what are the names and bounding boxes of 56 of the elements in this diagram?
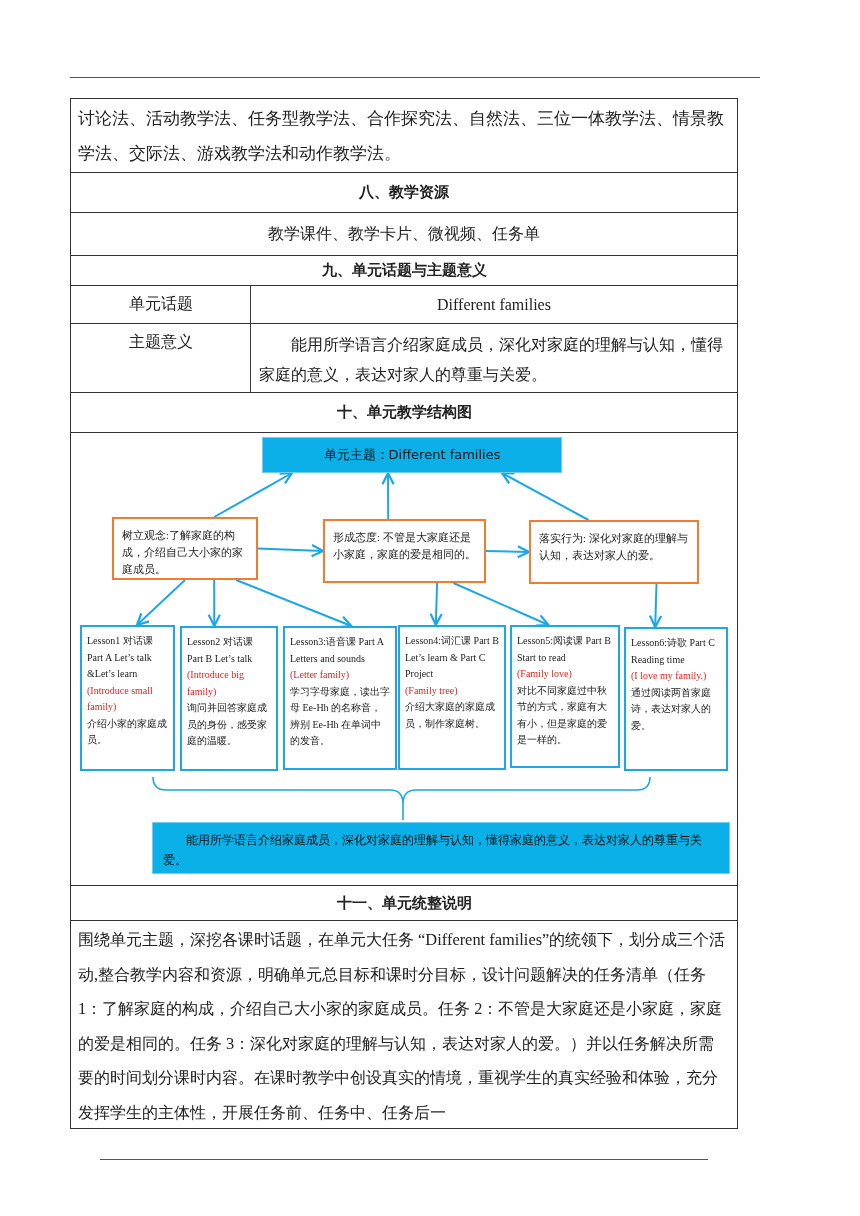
lesson-box xyxy=(283,626,397,770)
arrow xyxy=(213,471,294,518)
lesson-box xyxy=(80,625,175,771)
body-text: Different families xyxy=(436,294,552,315)
lesson-description: 介绍大家庭的家庭成员，制作家庭树。 xyxy=(405,700,496,731)
arrow xyxy=(452,582,550,627)
lesson-box xyxy=(180,626,278,771)
arrow xyxy=(500,471,590,521)
summary-text: 能用所学语言介绍家庭成员，深化对家庭的理解与认知，懂得家庭的意义，表达对家人的尊重与关爱。 xyxy=(163,833,703,868)
lesson-title: Lesson4:词汇课 Part B Let’s learn & Part C Project xyxy=(405,634,499,681)
row-label: 单元话题 xyxy=(127,294,194,314)
goal-box xyxy=(112,517,258,580)
body-text: 教学课件、教学卡片、微视频、任务单 xyxy=(267,223,541,244)
lesson-topic: (I love my family.) xyxy=(631,669,708,683)
arrow xyxy=(648,583,663,629)
lesson-box xyxy=(510,625,620,768)
lesson-description: 学习字母家庭，读出字母 Ee-Hh 的名称音，辨别 Ee-Hh 在单词中的发音。 xyxy=(290,684,390,748)
lesson-box xyxy=(398,625,506,770)
lesson-topic: (Family tree) xyxy=(405,683,459,698)
lesson-topic: (Introduce big family) xyxy=(187,668,245,699)
section-heading: 八、教学资源 xyxy=(358,182,450,203)
goal-box xyxy=(529,520,699,584)
arrow xyxy=(135,579,186,627)
theme-box xyxy=(262,437,562,473)
body-text: 围绕单元主题，深挖各课时话题，在单元大任务 “Different families”的统领下，划分成三个活动,整合教学内容和资源，明确单元总目标和课时分目标，设计问题解决的任务清单（任务 1：了解家庭的构成，介绍自己大小家的家庭成员。任务 2：不管是大家庭还是小家庭，家庭的爱是相同的。任务 3：深化对家庭的理解与认知，表达对家人的爱。）并以任务解决所需要的时间划分课时内容。在课时教学中创设真实的情境，重视学生的真实经验和体验，充分发挥学生的主体性，开展任务前、任务中、任务后一 xyxy=(77,929,727,1124)
lesson-title: Lesson1 对话课 Part A Let’s talk &Let’s learn xyxy=(87,634,154,681)
body-text: 能用所学语言介绍家庭成员，深化对家庭的理解与认知，懂得家庭的意义，表达对家人的尊重与关爱。 xyxy=(258,335,724,385)
lesson-title: Lesson3:语音课 Part A Letters and sounds xyxy=(290,635,385,666)
lesson-title: Lesson5:阅读课 Part B Start to read xyxy=(517,634,612,665)
section-heading: 十、单元教学结构图 xyxy=(335,402,473,423)
summary-box xyxy=(152,822,730,874)
theme-title: 单元主题：Different families xyxy=(323,447,501,463)
section-heading: 九、单元话题与主题意义 xyxy=(320,260,488,281)
arrow xyxy=(485,545,531,559)
lesson-description: 通过阅读两首家庭诗，表达对家人的爱。 xyxy=(631,685,712,733)
lesson-topic: (Letter family) xyxy=(290,668,351,682)
body-text: 讨论法、活动教学法、任务型教学法、合作探究法、自然法、三位一体教学法、情景教学法、交际法、游戏教学法和动作教学法。 xyxy=(77,108,725,165)
lesson-topic: (Family love) xyxy=(517,667,573,681)
row-label: 主题意义 xyxy=(127,332,194,352)
goal-box xyxy=(323,519,486,583)
goal-text: 树立观念:了解家庭的构成，介绍自己大小家的家庭成员。 xyxy=(122,529,244,577)
arrow xyxy=(207,579,221,628)
lesson-description: 询问并回答家庭成员的身份，感受家庭的温暖。 xyxy=(187,701,268,748)
lesson-box xyxy=(624,627,728,771)
lesson-description: 对比不同家庭过中秋节的方式，家庭有大有小，但是家庭的爱是一样的。 xyxy=(517,683,608,747)
goal-text: 落实行为: 深化对家庭的理解与认知，表达对家人的爱。 xyxy=(539,532,689,563)
arrow xyxy=(235,579,353,629)
goal-text: 形成态度: 不管是大家庭还是小家庭，家庭的爱是相同的。 xyxy=(333,531,476,562)
lesson-topic: (Introduce small family) xyxy=(87,683,154,714)
arrow xyxy=(429,582,443,627)
lesson-title: Lesson2 对话课 Part B Let’s talk xyxy=(187,635,254,666)
lesson-description: 介绍小家的家庭成员。 xyxy=(87,716,168,747)
lesson-title: Lesson6:诗歌 Part C Reading time xyxy=(631,636,716,667)
arrow xyxy=(257,543,325,558)
section-heading: 十一、单元统整说明 xyxy=(335,892,473,914)
arrow xyxy=(381,471,395,520)
